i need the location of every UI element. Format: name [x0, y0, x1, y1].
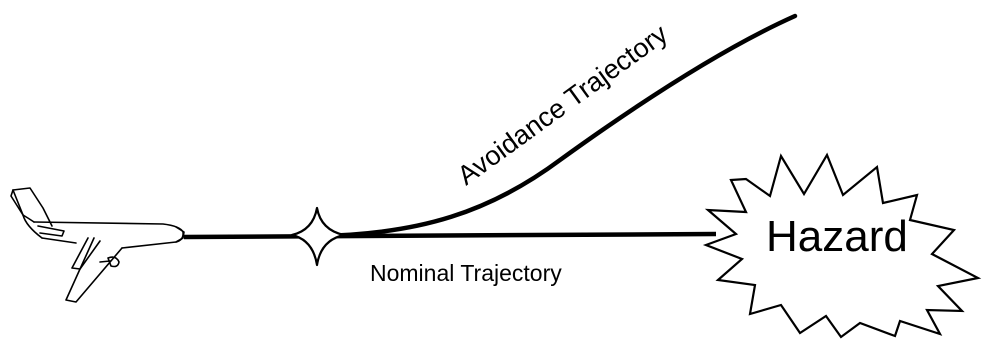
avoidance-trajectory-curve — [317, 13, 798, 239]
decision-point-star — [290, 206, 346, 267]
hazard-label: Hazard — [766, 212, 908, 261]
hazard-starburst-shape — [702, 152, 982, 339]
nominal-trajectory-line — [183, 231, 717, 240]
nominal-trajectory-label: Nominal Trajectory — [370, 260, 562, 286]
aircraft-icon — [10, 187, 185, 303]
